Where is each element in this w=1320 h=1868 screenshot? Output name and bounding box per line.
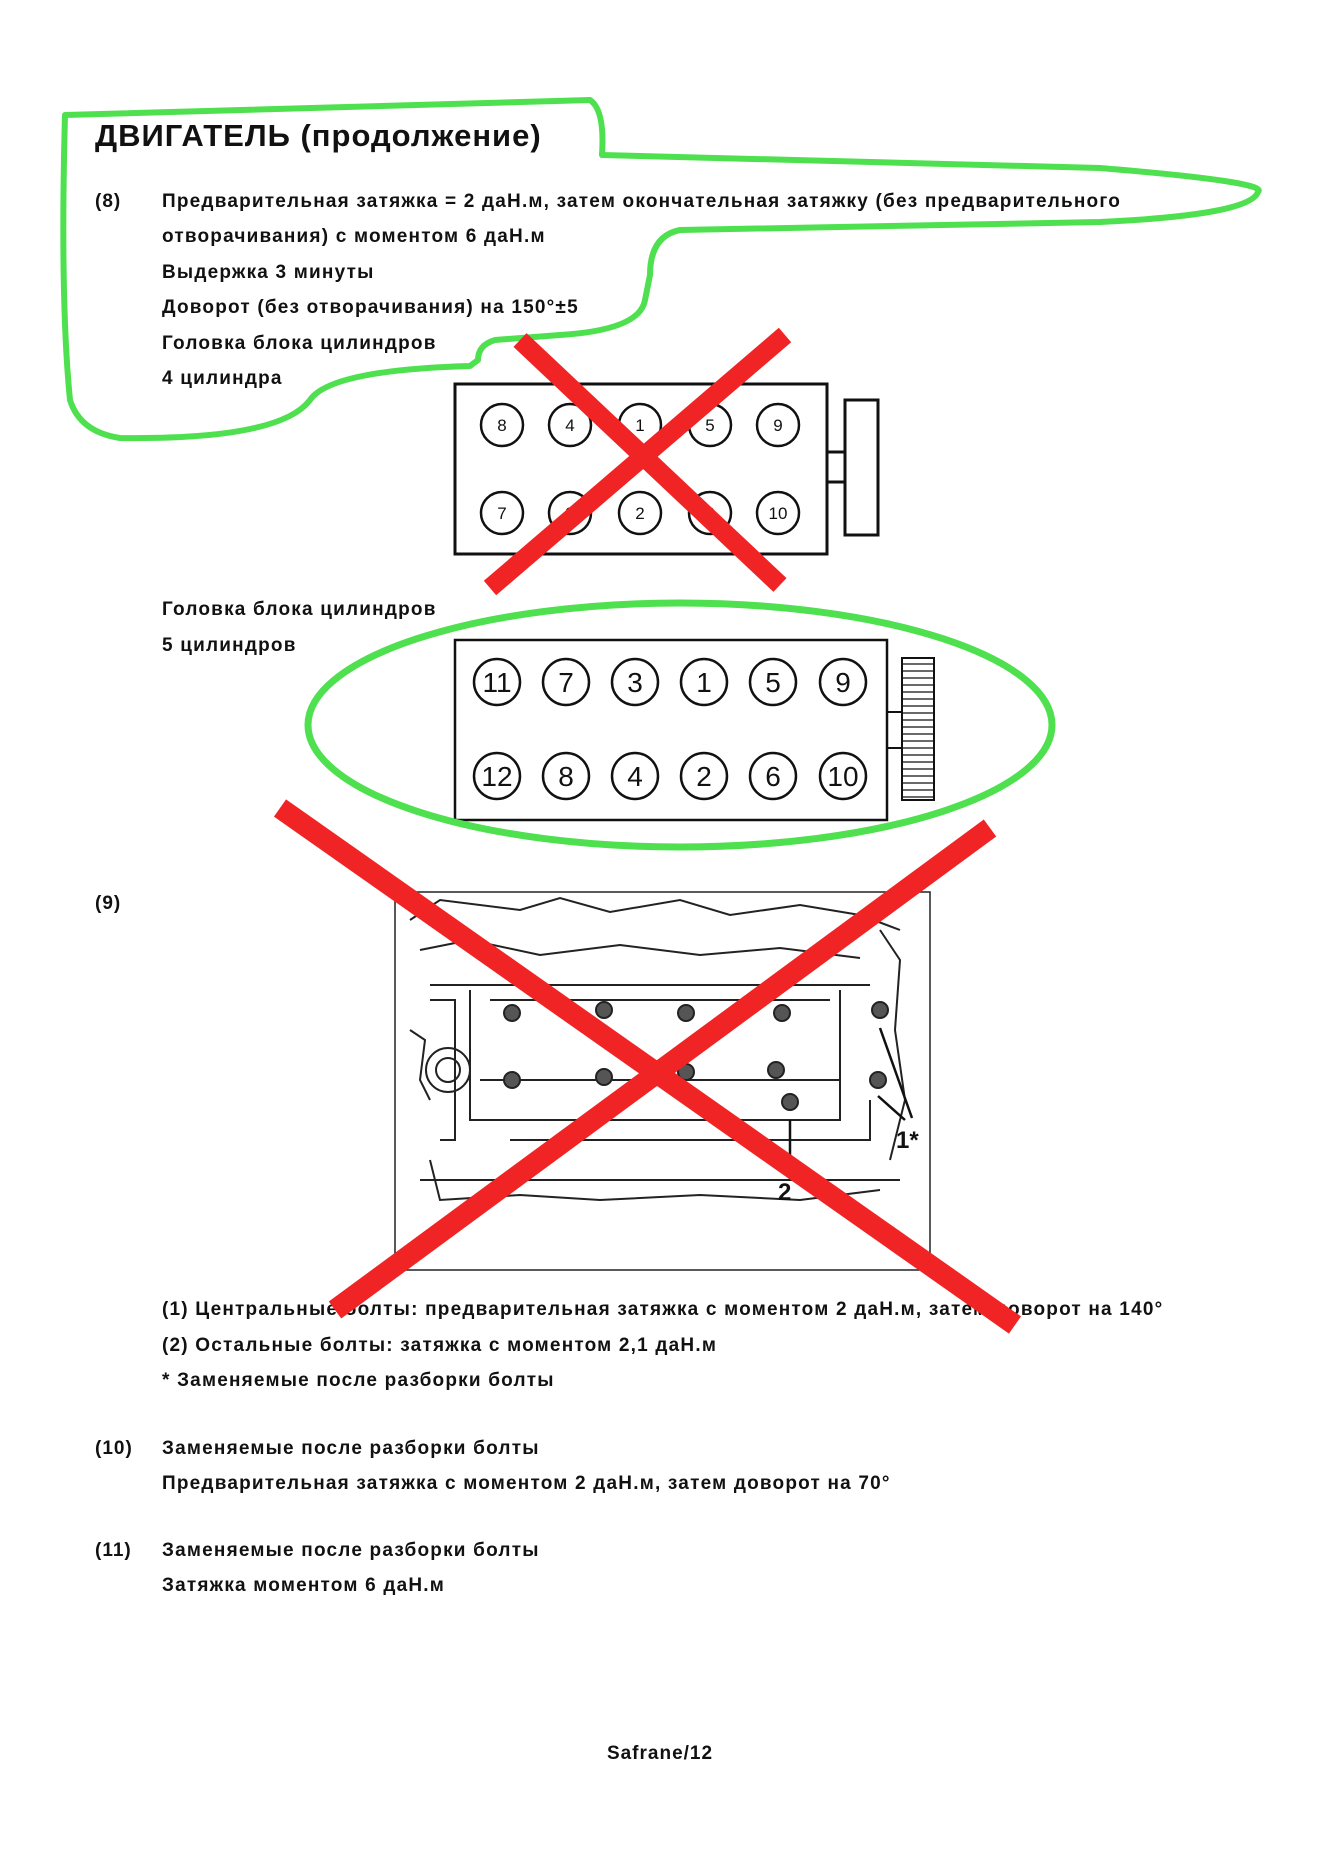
bolt-number: 9 (773, 416, 782, 435)
bolt-circle (679, 657, 729, 707)
bolt-circle (748, 751, 798, 801)
section-8-line-5: Головка блока цилиндров (162, 333, 437, 354)
bolt-number: 10 (769, 504, 788, 523)
section-8-number: (8) (95, 191, 122, 212)
bolt-number: 5 (705, 416, 714, 435)
section-8-line-4: Доворот (без отворачивания) на 150°±5 (162, 297, 579, 318)
bolt-circle (610, 657, 660, 707)
red-cross-diagram-4 (483, 327, 792, 596)
cylinder-head-5-diagram: 11 7 3 1 5 9 12 8 4 2 6 10 (453, 638, 935, 822)
section-8-line-6: 4 цилиндра (162, 368, 283, 389)
section-9-line-1: (1) Центральные болты: предварительная з… (162, 1299, 1164, 1320)
bolt-number: 2 (635, 504, 644, 523)
bolt-circle (748, 657, 798, 707)
bolt-circle (541, 751, 591, 801)
section-8-line-1: Предварительная затяжка = 2 даН.м, затем… (162, 191, 1122, 212)
bolt-number: 1 (696, 667, 712, 698)
section-9-line-3: * Заменяемые после разборки болты (162, 1370, 555, 1391)
callout-label-1: 1* (896, 1127, 919, 1154)
bolt-number: 4 (627, 761, 643, 792)
page-title: ДВИГАТЕЛЬ (продолжение) (95, 118, 542, 153)
bolt-number: 12 (481, 761, 512, 792)
section-9-number: (9) (95, 893, 122, 914)
bolt-number: 6 (765, 761, 781, 792)
section-8-line-2: отворачивания) с моментом 6 даН.м (162, 226, 546, 247)
section-10-number: (10) (95, 1438, 133, 1459)
bolt-number: 4 (565, 416, 574, 435)
bolt-number: 7 (558, 667, 574, 698)
bolt-circle (755, 402, 801, 448)
bolt-circle (755, 490, 801, 536)
bolt-number: 8 (497, 416, 506, 435)
page-footer: Safrane/12 (606, 1743, 714, 1764)
bolt-number: 10 (827, 761, 858, 792)
head5-line-1: Головка блока цилиндров (162, 599, 437, 620)
bolt-circle (472, 751, 522, 801)
bolt-circle (479, 490, 525, 536)
bolt-circle (617, 490, 663, 536)
bolt-number: 2 (696, 761, 712, 792)
bolt-number: 9 (835, 667, 851, 698)
section-10-line-2: Предварительная затяжка с моментом 2 даН… (162, 1473, 891, 1494)
green-highlight-section-8 (60, 97, 1262, 442)
red-cross-engine (273, 799, 1022, 1334)
bolt-circle (541, 657, 591, 707)
bolt-number: 3 (627, 667, 643, 698)
bolt-circle (472, 657, 522, 707)
bolt-number: 11 (482, 667, 511, 698)
bolt-number: 7 (497, 504, 506, 523)
section-11-number: (11) (95, 1540, 132, 1561)
bolt-number: 1 (635, 416, 644, 435)
bolt-number: 5 (765, 667, 781, 698)
callout-label-2: 2 (778, 1179, 791, 1206)
bolt-number: 8 (558, 761, 574, 792)
bolt-circle (818, 751, 868, 801)
bolt-circle (547, 402, 593, 448)
green-highlight-diagram-5 (304, 599, 1056, 851)
section-10-line-1: Заменяемые после разборки болты (162, 1438, 540, 1459)
bolt-circle (479, 402, 525, 448)
head5-line-2: 5 цилиндров (162, 635, 297, 656)
bolt-circle (679, 751, 729, 801)
section-11-line-1: Заменяемые после разборки болты (162, 1540, 540, 1561)
section-8-line-3: Выдержка 3 минуты (162, 262, 375, 283)
bolt-circle (818, 657, 868, 707)
section-11-line-2: Затяжка моментом 6 даН.м (162, 1575, 446, 1596)
section-9-line-2: (2) Остальные болты: затяжка с моментом … (162, 1335, 718, 1356)
bolt-circle (610, 751, 660, 801)
